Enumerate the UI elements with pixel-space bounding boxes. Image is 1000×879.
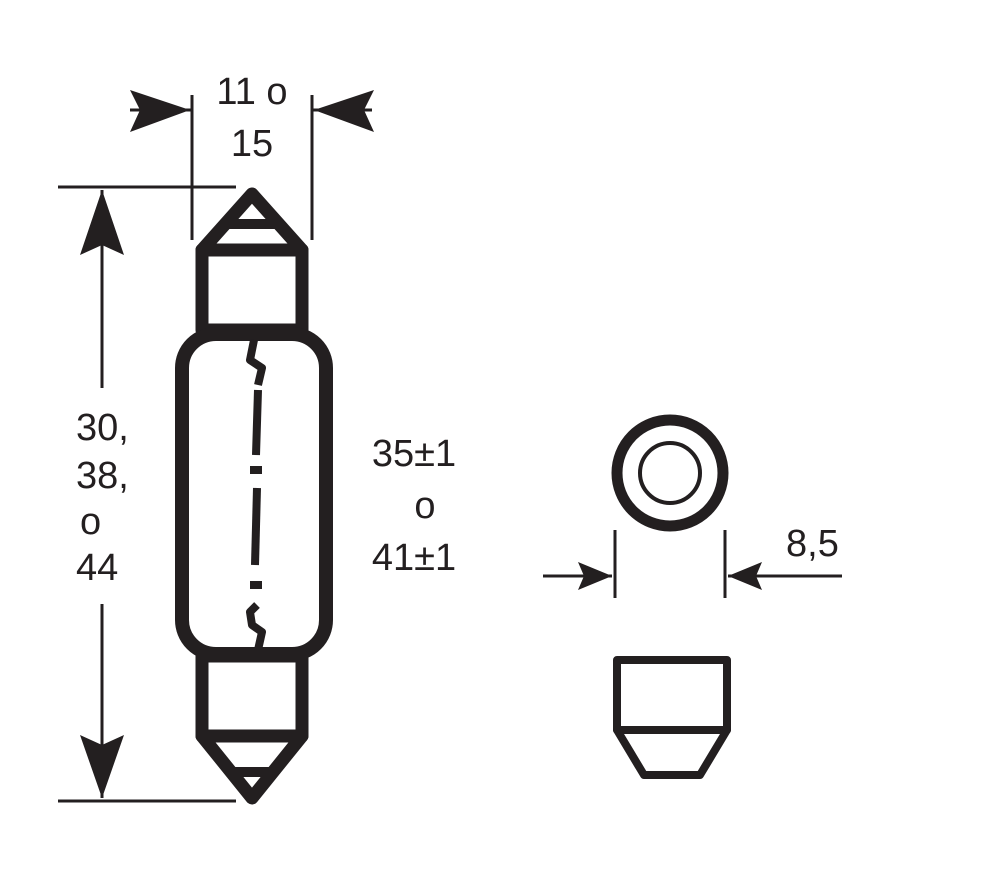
bulb-length-label-line1: 35±1 — [372, 433, 456, 475]
arrow-left-icon — [314, 90, 374, 132]
width-label-line2: 15 — [231, 123, 273, 165]
top-cap — [195, 187, 309, 337]
cap-end-inner-circle — [638, 441, 702, 505]
filament — [246, 339, 266, 651]
length-label-line3: o — [80, 501, 101, 543]
bulb-length-label-line2: o — [414, 485, 435, 527]
arrowheads — [80, 90, 762, 798]
length-label-line2: 38, — [76, 455, 129, 497]
arrow-down-icon — [80, 735, 124, 798]
arrow-up-icon — [80, 190, 124, 255]
arrow-right-icon — [130, 90, 190, 132]
cap-side-view — [613, 656, 731, 779]
cap-diameter-label: 8,5 — [786, 523, 839, 565]
bottom-cap — [195, 649, 309, 805]
arrow-left-small-icon — [728, 562, 762, 590]
arrow-right-small-icon — [578, 562, 612, 590]
length-label-line4: 44 — [76, 547, 118, 589]
cap-end-outer-circle — [611, 414, 729, 532]
bulb-length-label-line3: 41±1 — [372, 537, 456, 579]
width-label-line1: 11 o — [216, 71, 287, 113]
length-label-line1: 30, — [76, 407, 129, 449]
